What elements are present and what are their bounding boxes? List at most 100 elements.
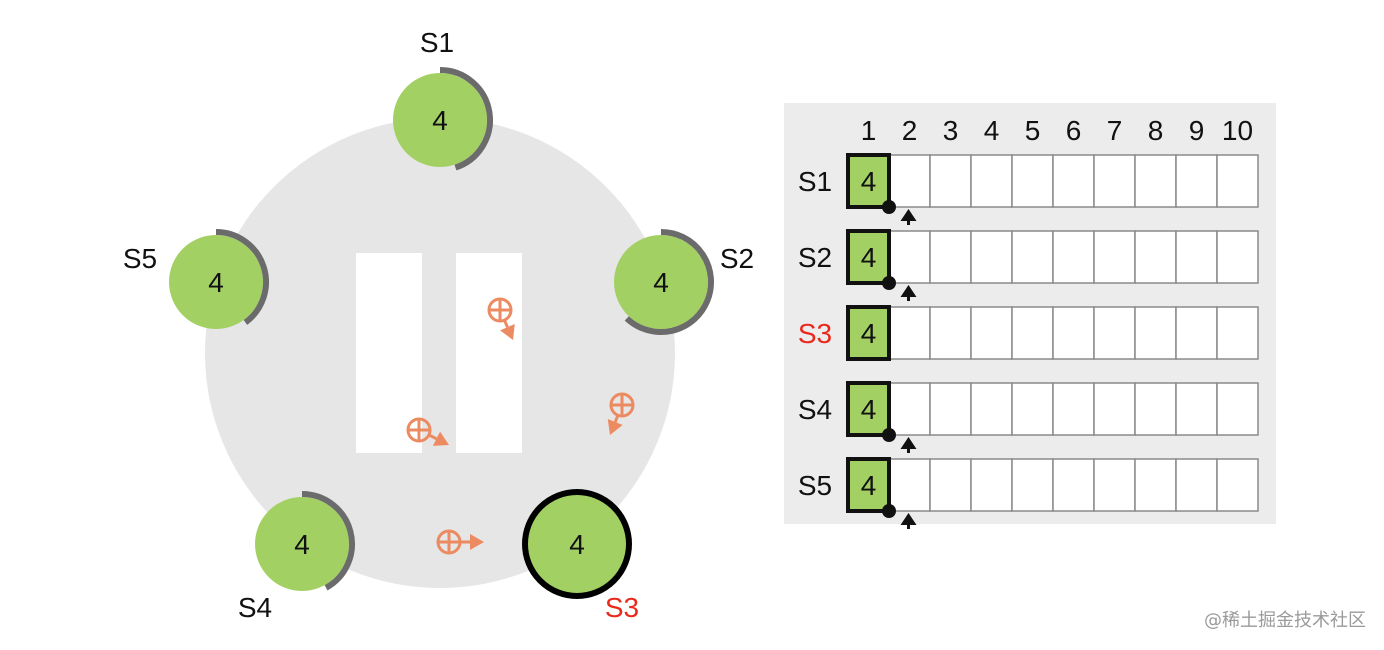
log-cell xyxy=(970,230,1013,284)
server-node-circle xyxy=(525,492,629,596)
log-index-header: 1 xyxy=(861,115,877,146)
log-entry-term: 4 xyxy=(861,470,877,501)
log-cell xyxy=(888,230,931,284)
request-vote-message xyxy=(607,392,635,435)
cluster-background xyxy=(205,118,675,588)
election-timer-arc xyxy=(215,229,269,325)
log-cell xyxy=(970,306,1013,360)
log-index-header: 4 xyxy=(984,115,1000,146)
arrow-head-icon xyxy=(432,431,449,446)
log-cell xyxy=(970,382,1013,436)
request-vote-message xyxy=(487,297,515,340)
election-timer-arc xyxy=(301,491,355,591)
commit-index-marker-icon xyxy=(882,428,896,442)
log-cell xyxy=(1011,230,1054,284)
log-cell xyxy=(1052,230,1095,284)
log-entry xyxy=(846,153,891,209)
log-cell xyxy=(1093,382,1136,436)
log-entry-term: 4 xyxy=(861,166,877,197)
log-cell xyxy=(1093,458,1136,512)
log-cell xyxy=(1134,154,1177,208)
pause-bar-left xyxy=(356,253,422,453)
log-cell xyxy=(1216,154,1259,208)
server-term: 4 xyxy=(653,267,669,298)
server-label: S3 xyxy=(605,592,639,623)
log-entry-term: 4 xyxy=(861,394,877,425)
server-term: 4 xyxy=(294,529,310,560)
log-index-header: 10 xyxy=(1222,115,1253,146)
server-node-circle xyxy=(393,73,487,167)
server-label: S1 xyxy=(420,27,454,58)
next-index-arrow-icon xyxy=(900,209,917,221)
log-cell xyxy=(1011,154,1054,208)
server-node-s3: 4S3 xyxy=(522,489,639,623)
log-cell xyxy=(1134,230,1177,284)
log-cell xyxy=(1011,382,1054,436)
next-index-arrow-stem xyxy=(907,447,910,453)
log-cell xyxy=(929,306,972,360)
log-cell xyxy=(888,458,931,512)
next-index-arrow-icon xyxy=(900,437,917,449)
log-index-header: 6 xyxy=(1066,115,1082,146)
pause-bar-right xyxy=(456,253,522,453)
server-label: S5 xyxy=(123,243,157,274)
log-cell xyxy=(1175,154,1218,208)
log-cell xyxy=(1093,230,1136,284)
next-index-arrow-stem xyxy=(907,219,910,225)
log-cell xyxy=(1052,306,1095,360)
log-index-header: 3 xyxy=(943,115,959,146)
server-term: 4 xyxy=(432,105,448,136)
next-index-arrow-stem xyxy=(907,295,910,301)
election-timer-arc xyxy=(439,67,493,171)
arrow-shaft xyxy=(502,318,509,328)
server-label: S4 xyxy=(238,592,272,623)
server-label: S2 xyxy=(720,243,754,274)
log-cell xyxy=(1093,306,1136,360)
next-index-arrow-icon xyxy=(900,285,917,297)
server-node-s1: 4 S1 xyxy=(393,27,493,171)
log-row-s5: S5 4 xyxy=(798,457,1259,529)
election-timer-arc xyxy=(624,229,714,335)
log-cell xyxy=(1216,382,1259,436)
arrow-head-icon xyxy=(500,323,515,340)
server-node-s5: 4 S5 xyxy=(123,229,269,329)
log-cell xyxy=(1175,306,1218,360)
arrow-head-icon xyxy=(607,419,623,435)
log-cell xyxy=(888,306,931,360)
log-index-header: 7 xyxy=(1107,115,1123,146)
log-entry xyxy=(846,305,891,361)
log-cell xyxy=(1216,458,1259,512)
commit-index-marker-icon xyxy=(882,504,896,518)
log-cell xyxy=(1052,458,1095,512)
log-cell xyxy=(1011,306,1054,360)
circled-plus-icon xyxy=(487,297,513,323)
log-cell xyxy=(1052,382,1095,436)
log-cell xyxy=(1216,230,1259,284)
log-row-label: S5 xyxy=(798,470,832,501)
arrow-head-icon xyxy=(470,534,484,550)
log-index-header: 2 xyxy=(902,115,918,146)
commit-index-marker-icon xyxy=(882,200,896,214)
log-cell xyxy=(1175,382,1218,436)
log-cell xyxy=(970,154,1013,208)
log-cell xyxy=(1134,306,1177,360)
circled-plus-icon xyxy=(609,392,635,418)
log-entry-term: 4 xyxy=(861,318,877,349)
log-cell xyxy=(888,154,931,208)
pause-icon xyxy=(356,253,522,453)
server-node-s2: 4 S2 xyxy=(614,229,754,335)
circled-plus-icon xyxy=(436,529,462,555)
request-vote-message xyxy=(436,529,484,555)
log-entry xyxy=(846,229,891,285)
log-cell xyxy=(1175,230,1218,284)
log-entry xyxy=(846,457,891,513)
next-index-arrow-icon xyxy=(900,513,917,525)
server-term: 4 xyxy=(208,267,224,298)
log-entry xyxy=(846,381,891,437)
log-cell xyxy=(1093,154,1136,208)
log-index-header: 9 xyxy=(1189,115,1205,146)
log-row-label: S4 xyxy=(798,394,832,425)
